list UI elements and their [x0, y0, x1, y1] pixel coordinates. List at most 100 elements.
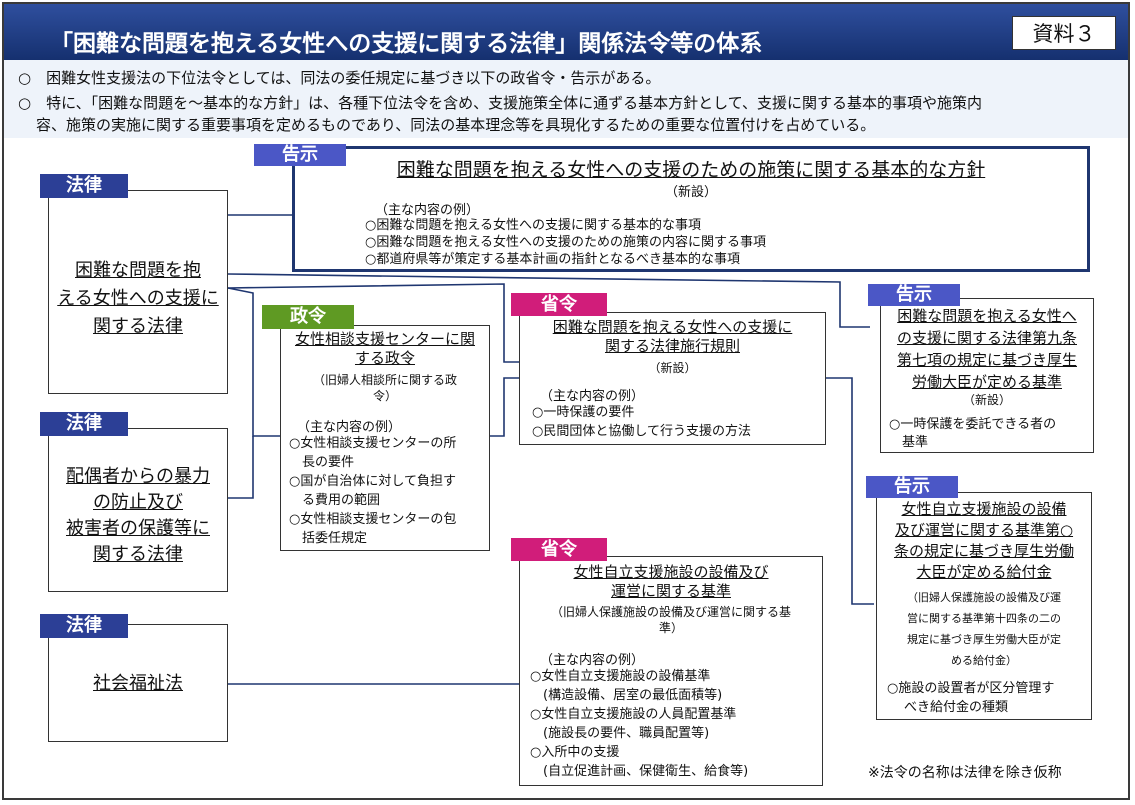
shorei-note-line: 準） — [658, 621, 683, 635]
shorei-note-line: （旧婦人保護施設の設備及び運営に関する基 — [550, 605, 791, 619]
law-name-line: える女性への支援に — [57, 288, 219, 309]
kokuji-basic-policy-title: 困難な問題を抱える女性への支援のための施策に関する基本的な方針 — [396, 159, 986, 181]
tag-shorei-2: 省令 — [511, 538, 607, 561]
law-name-line: 配偶者からの暴力 — [66, 466, 210, 487]
shorei-title-line: 困難な問題を抱える女性への支援に — [552, 318, 793, 336]
intro-line-2: ○ 特に、「困難な問題を～基本的な方針」は、各種下位法令を含め、支援施策全体に通… — [18, 94, 982, 112]
example-item: ○一時保護の要件 — [532, 405, 635, 420]
intro-panel: ○ 困難女性支援法の下位法令としては、同法の委任規定に基づき以下の政省令・告示が… — [4, 60, 1128, 138]
kokuji-title-line: 労働大臣が定める基準 — [911, 373, 1062, 391]
footnote: ※法令の名称は法律を除き仮称 — [868, 765, 1062, 781]
example-item: る費用の範囲 — [289, 493, 381, 508]
law-name-line: 関する法律 — [93, 316, 183, 337]
kokuji-basic-policy-box: 困難な問題を抱える女性への支援のための施策に関する基本的な方針 （新設） （主な… — [292, 146, 1090, 272]
connector-seirei-shorei1 — [490, 377, 519, 437]
kokuji-basic-policy-note: （新設） — [664, 185, 717, 200]
law-name-shakai-fukushi: 社会福祉法 — [93, 673, 183, 694]
seirei-items: ○女性相談支援センターの所 長の要件 ○国が自治体に対して負担す る費用の範囲 … — [289, 434, 456, 548]
example-item: ○女性相談支援センターの包 — [289, 512, 457, 527]
example-item: ○女性自立支援施設の人員配置基準 — [530, 707, 737, 722]
seirei-box: 女性相談支援センターに関 する政令 （旧婦人相談所に関する政 令） （主な内容の… — [280, 325, 490, 551]
law-name-line: の防止及び — [93, 492, 183, 513]
connector-law1-seirei — [227, 287, 280, 437]
tag-seirei: 政令 — [262, 305, 354, 329]
seirei-examples-heading: （主な内容の例） — [297, 420, 402, 435]
kokuji-title-line: 困難な問題を抱える女性へ — [897, 307, 1077, 325]
example-item: 括委任規定 — [289, 531, 368, 546]
shorei-facility-standards-note: （旧婦人保護施設の設備及び運営に関する基 準） — [520, 604, 822, 636]
law-name-line: 困難な問題を抱 — [75, 260, 201, 281]
seirei-note-line: （旧婦人相談所に関する政 — [312, 373, 457, 387]
example-item: べき給付金の種類 — [904, 700, 1009, 715]
kokuji-temporary-protection-note: （新設） — [962, 393, 1011, 407]
shorei-facility-standards-items: ○女性自立支援施設の設備基準 (構造設備、居室の最低面積等) ○女性自立支援施設… — [530, 667, 748, 781]
intro-line-3: 容、施策の実施に関する重要事項を定めるものであり、同法の基本理念等を具現化するた… — [36, 116, 876, 134]
seirei-note: （旧婦人相談所に関する政 令） — [281, 372, 489, 404]
law-name-line: 被害者の保護等に — [66, 518, 210, 539]
example-item: (自立促進計画、保健衛生、給食等) — [530, 764, 749, 779]
law-name-dv: 配偶者からの暴力 の防止及び 被害者の保護等に 関する法律 — [49, 464, 227, 568]
kokuji-benefit-items: ○施設の設置者が区分管理す べき給付金の種類 — [887, 679, 1054, 717]
kokuji-temporary-protection-box: 困難な問題を抱える女性へ の支援に関する法律第九条 第七項の規定に基づき厚生 労… — [880, 298, 1094, 453]
shorei-enforcement-note: （新設） — [648, 361, 697, 375]
example-item: ○女性自立支援施設の設備基準 — [530, 669, 711, 684]
shorei-enforcement-title: 困難な問題を抱える女性への支援に 関する法律施行規則 — [520, 318, 825, 356]
kokuji-basic-policy-items: ○困難な問題を抱える女性への支援に関する基本的な事項 ○困難な問題を抱える女性へ… — [365, 217, 766, 268]
kokuji-title-line: の支援に関する法律第九条 — [896, 329, 1077, 347]
kokuji-note-line: （旧婦人保護施設の設備及び運 — [907, 591, 1061, 604]
shorei-facility-standards-box: 女性自立支援施設の設備及び 運営に関する基準 （旧婦人保護施設の設備及び運営に関… — [519, 556, 823, 786]
seirei-note-line: 令） — [372, 389, 397, 403]
kokuji-basic-policy-examples-heading: （主な内容の例） — [375, 203, 480, 218]
kokuji-title-line: 及び運営に関する基準第○ — [894, 521, 1074, 539]
seirei-title: 女性相談支援センターに関 する政令 — [281, 330, 489, 368]
shorei-title-line: 運営に関する基準 — [610, 582, 731, 600]
kokuji-title-line: 第七項の規定に基づき厚生 — [896, 351, 1077, 369]
title-bar: 「困難な問題を抱える女性への支援に関する法律」関係法令等の体系 資料３ — [4, 4, 1128, 60]
kokuji-title-line: 女性自立支援施設の設備 — [901, 500, 1067, 518]
seirei-title-line: する政令 — [354, 349, 415, 367]
example-item: 基準 — [889, 435, 929, 450]
kokuji-benefit-title: 女性自立支援施設の設備 及び運営に関する基準第○ 条の規定に基づき厚生労働 大臣… — [877, 499, 1091, 583]
example-item: ○国が自治体に対して負担す — [289, 474, 456, 489]
shorei-facility-standards-title: 女性自立支援施設の設備及び 運営に関する基準 — [520, 563, 822, 601]
shorei-facility-standards-examples-heading: （主な内容の例） — [540, 653, 645, 668]
kokuji-note-line: 規定に基づき厚生労働大臣が定 — [907, 633, 1061, 646]
law-box-dv: 配偶者からの暴力 の防止及び 被害者の保護等に 関する法律 — [48, 428, 228, 592]
tag-law-1: 法律 — [40, 174, 128, 198]
kokuji-note-line: 営に関する基準第十四条の二の — [907, 612, 1061, 625]
example-item: ○施設の設置者が区分管理す — [887, 681, 1055, 696]
tag-kokuji-2: 告示 — [868, 284, 960, 306]
tag-kokuji-main: 告示 — [254, 144, 346, 166]
example-item: ○困難な問題を抱える女性への支援に関する基本的な事項 — [365, 218, 701, 233]
shorei-title-line: 関する法律施行規則 — [604, 337, 740, 355]
example-item: (施設長の要件、職員配置等) — [530, 726, 710, 741]
example-item: ○女性相談支援センターの所 — [289, 436, 457, 451]
shorei-enforcement-box: 困難な問題を抱える女性への支援に 関する法律施行規則 （新設） （主な内容の例）… — [519, 312, 826, 445]
tag-law-2: 法律 — [40, 412, 128, 436]
tag-law-3: 法律 — [40, 614, 128, 638]
kokuji-note-line: める給付金） — [951, 654, 1017, 667]
connector-law1-shorei1 — [227, 283, 519, 363]
example-item: 長の要件 — [289, 455, 355, 470]
example-item: (構造設備、居室の最低面積等) — [530, 688, 723, 703]
page-title: 「困難な問題を抱える女性への支援に関する法律」関係法令等の体系 — [50, 31, 763, 57]
example-item: ○入所中の支援 — [530, 745, 620, 760]
kokuji-benefit-note: （旧婦人保護施設の設備及び運 営に関する基準第十四条の二の 規定に基づき厚生労働… — [877, 587, 1091, 671]
law-name-konnan-josei: 困難な問題を抱 える女性への支援に 関する法律 — [49, 257, 227, 341]
tag-shorei-1: 省令 — [511, 293, 607, 316]
shorei-enforcement-examples-heading: （主な内容の例） — [540, 389, 645, 404]
law-box-konnan-josei: 困難な問題を抱 える女性への支援に 関する法律 — [48, 190, 228, 394]
kokuji-temporary-protection-title: 困難な問題を抱える女性へ の支援に関する法律第九条 第七項の規定に基づき厚生 労… — [881, 305, 1093, 393]
example-item: ○民間団体と協働して行う支援の方法 — [532, 424, 751, 439]
connector-law2-seirei — [228, 436, 254, 499]
example-item: ○一時保護を委託できる者の — [889, 417, 1057, 432]
shorei-enforcement-items: ○一時保護の要件 ○民間団体と協働して行う支援の方法 — [532, 403, 751, 441]
kokuji-temporary-protection-items: ○一時保護を委託できる者の 基準 — [889, 416, 1056, 452]
law-box-shakai-fukushi: 社会福祉法 — [48, 624, 228, 742]
law-name-line: 関する法律 — [93, 544, 183, 565]
example-item: ○困難な問題を抱える女性への支援のための施策の内容に関する事項 — [365, 235, 766, 250]
example-item: ○都道府県等が策定する基本計画の指針となるべき基本的な事項 — [365, 252, 740, 267]
